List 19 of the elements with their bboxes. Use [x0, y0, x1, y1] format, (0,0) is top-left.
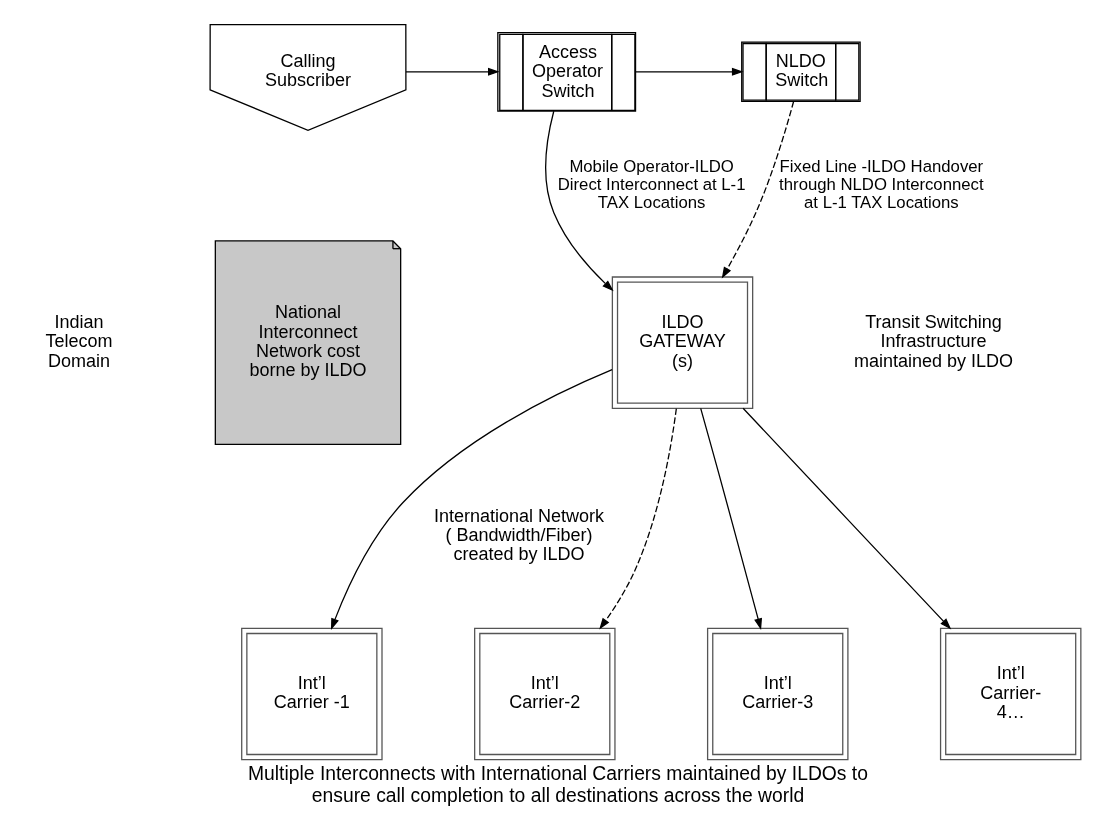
edge-label: Fixed Line -ILDO Handover through NLDO Interconnect at L-1 TAX Locations: [779, 156, 984, 213]
arrow: [742, 407, 952, 630]
arrow: [330, 369, 613, 631]
node-box: Int’l Carrier- 4…: [939, 627, 1082, 761]
label: Indian Telecom Domain: [45, 312, 113, 371]
arrow: [721, 100, 795, 279]
caption: Multiple Interconnects with International Carriers maintained by ILDOs to ensure call completion to all destinations across the world: [248, 763, 868, 807]
label: International Network ( Bandwidth/Fiber) created by ILDO: [434, 505, 605, 565]
label: Transit Switching Infrastructure maintained by ILDO: [853, 312, 1014, 371]
node-box: ILDO GATEWAY (s): [611, 276, 754, 409]
arrow: [599, 408, 677, 630]
arrow: [545, 110, 614, 292]
arrow: [700, 407, 762, 631]
arrow: [635, 67, 744, 76]
edge-label: Mobile Operator-ILDO Direct Interconnect at L-1 TAX Locations: [557, 156, 746, 213]
node-box: Int’l Carrier-2: [474, 627, 616, 761]
node-box: Int’l Carrier -1: [241, 627, 383, 761]
arrow: [405, 67, 500, 76]
node-box: Int’l Carrier-3: [706, 627, 849, 761]
